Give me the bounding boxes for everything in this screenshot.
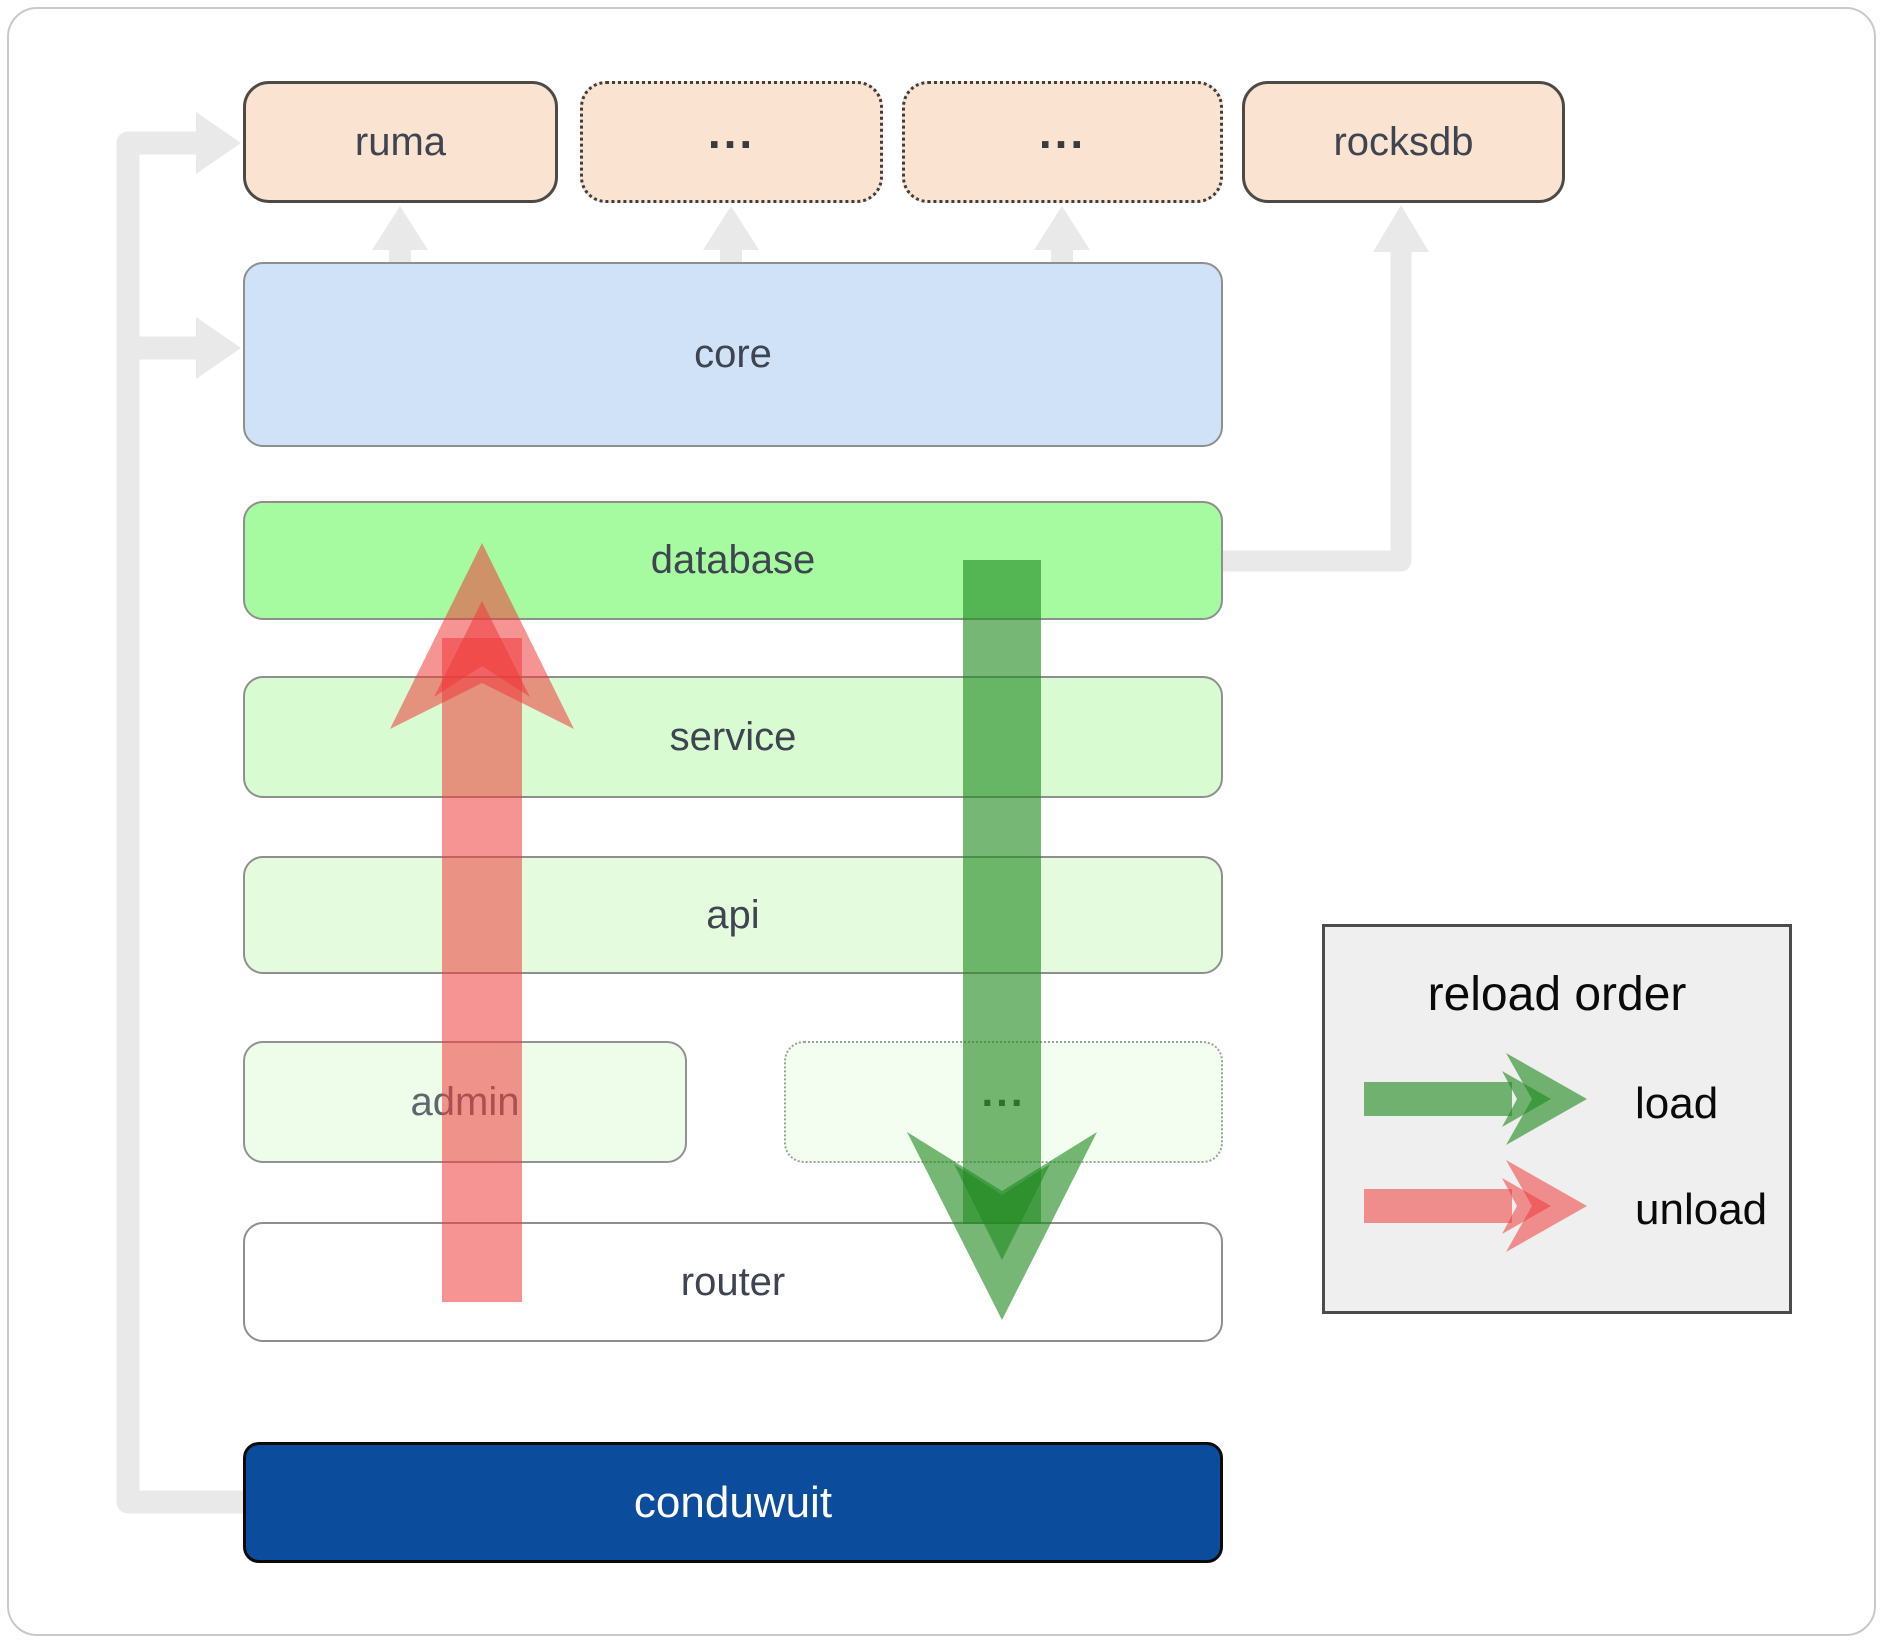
box-database: database [243,501,1223,620]
legend-title: reload order [1427,968,1687,1021]
box-crates-ellipsis-2-label: ... [1038,106,1087,158]
box-ruma-label: ruma [354,119,447,164]
legend: reload order load unload [1322,924,1792,1314]
box-service: service [243,676,1223,798]
box-admin: admin [243,1041,687,1163]
box-admin-ellipsis-label: ... [981,1068,1026,1115]
legend-load-label: load [1635,1079,1719,1128]
box-core-label: core [694,332,772,376]
box-conduwuit: conduwuit [243,1442,1223,1563]
box-rocksdb-label: rocksdb [1333,119,1474,164]
legend-unload-label: unload [1635,1185,1768,1234]
box-api: api [243,856,1223,974]
box-ruma: ruma [243,81,558,203]
box-database-label: database [650,538,816,582]
outer-frame [7,7,1876,1636]
box-crates-ellipsis-2: ... [902,81,1223,203]
box-router-label: router [680,1259,786,1304]
box-core: core [243,262,1223,447]
box-crates-ellipsis-1-label: ... [707,106,756,158]
box-api-label: api [706,892,760,937]
box-crates-ellipsis-1: ... [580,81,883,203]
box-admin-ellipsis: ... [784,1041,1223,1163]
box-service-label: service [669,714,797,759]
box-conduwuit-label: conduwuit [633,1477,833,1527]
box-rocksdb: rocksdb [1242,81,1565,203]
box-admin-label: admin [410,1079,520,1124]
box-router: router [243,1222,1223,1342]
